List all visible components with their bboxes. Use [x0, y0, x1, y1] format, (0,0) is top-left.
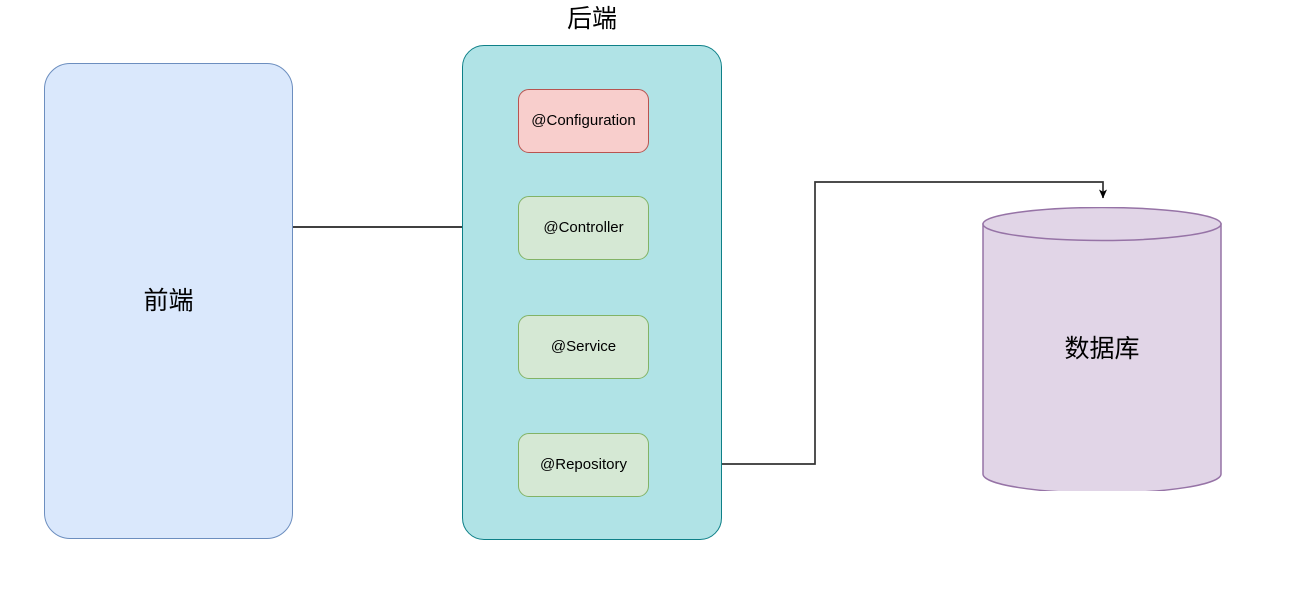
service-node[interactable]: @Service — [518, 315, 649, 379]
configuration-node[interactable]: @Configuration — [518, 89, 649, 153]
configuration-label: @Configuration — [531, 112, 636, 129]
controller-label: @Controller — [543, 219, 624, 236]
controller-node[interactable]: @Controller — [518, 196, 649, 260]
repository-label: @Repository — [540, 456, 627, 473]
repository-node[interactable]: @Repository — [518, 433, 649, 497]
frontend-label: 前端 — [143, 287, 194, 315]
database-label: 数据库 — [1064, 335, 1140, 363]
backend-title: 后端 — [462, 4, 722, 34]
backend-title-label: 后端 — [566, 5, 617, 33]
database-node[interactable]: 数据库 — [982, 207, 1222, 491]
database-label-wrap: 数据库 — [982, 207, 1222, 491]
frontend-node[interactable]: 前端 — [44, 63, 293, 539]
database-cylinder-shape — [982, 207, 1222, 491]
service-label: @Service — [550, 338, 617, 355]
